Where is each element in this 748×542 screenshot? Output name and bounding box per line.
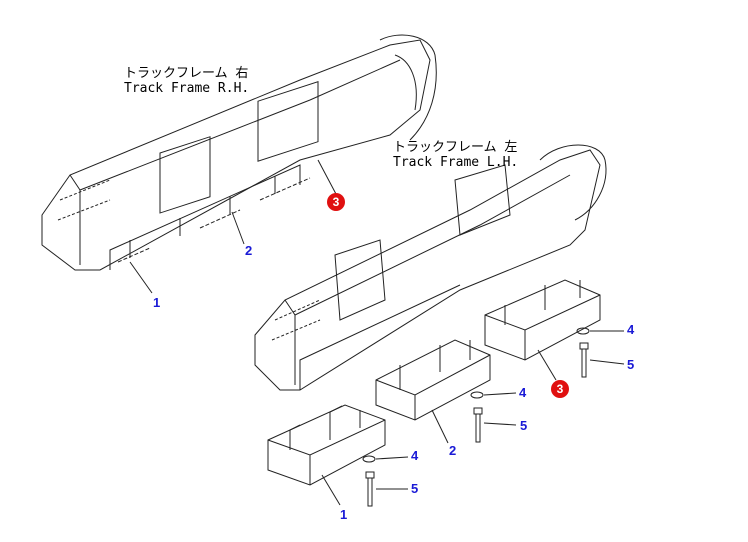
track-frame-lh (254, 144, 607, 391)
bolts-and-washers (362, 327, 590, 507)
callout-ref-3-rh[interactable]: 3 (327, 193, 345, 211)
callout-1-rh[interactable]: 1 (153, 295, 161, 310)
track-frame-lh-jp: トラックフレーム 左 (393, 140, 518, 155)
callout-5-lh-c[interactable]: 5 (411, 481, 419, 496)
track-frame-rh-jp: トラックフレーム 右 (124, 66, 249, 81)
track-frame-rh (41, 34, 437, 271)
callout-5-lh-a[interactable]: 5 (627, 357, 635, 372)
callout-4-lh-a[interactable]: 4 (627, 322, 635, 337)
track-guard-3 (484, 279, 601, 361)
callout-1-lh[interactable]: 1 (340, 507, 348, 522)
leader-lines (129, 159, 625, 506)
callout-ref-3-lh[interactable]: 3 (551, 380, 569, 398)
callout-2-lh[interactable]: 2 (449, 443, 457, 458)
track-guard-1 (267, 404, 386, 486)
track-guard-2 (375, 339, 491, 421)
callout-2-rh[interactable]: 2 (245, 243, 253, 258)
track-frame-rh-en: Track Frame R.H. (124, 81, 250, 96)
callout-4-lh-b[interactable]: 4 (519, 385, 527, 400)
track-frame-lh-en: Track Frame L.H. (393, 155, 519, 170)
callout-5-lh-b[interactable]: 5 (520, 418, 528, 433)
callout-4-lh-c[interactable]: 4 (411, 448, 419, 463)
